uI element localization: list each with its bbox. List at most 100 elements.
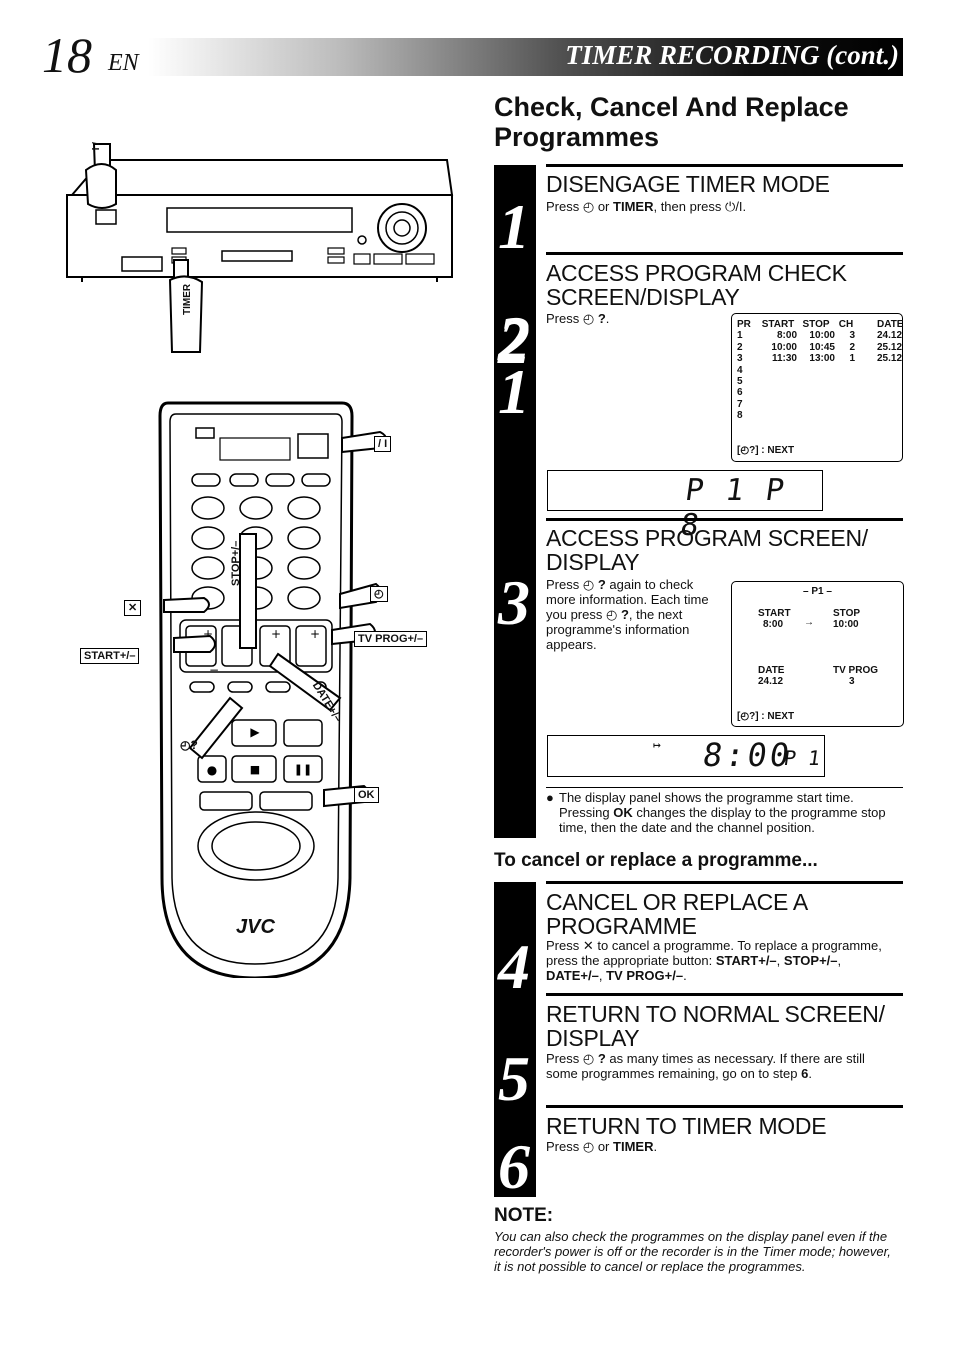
timer-clock-icon: ◴: [740, 711, 750, 722]
step-bar-4-6: [494, 882, 536, 1197]
step-number-6: 6: [498, 1131, 530, 1202]
rule-step-4: [546, 881, 903, 884]
step-5-text: Press ◴ ? as many times as necessary. If…: [546, 1051, 865, 1081]
rule-step-5: [546, 993, 903, 996]
step-6-title: RETURN TO TIMER MODE: [546, 1113, 827, 1139]
timer-clock-icon: ◴: [374, 588, 384, 600]
check-screen-header: START: [761, 319, 795, 330]
rule-step-2: [546, 252, 903, 255]
page-number: 18: [42, 27, 92, 83]
step-number-2: 2: [498, 303, 530, 374]
display-panel-time: ↦ 8:00 P 1: [547, 735, 825, 777]
check-screen-footer: [◴?] : NEXT: [737, 445, 795, 456]
step-number-4: 4: [498, 931, 530, 1002]
check-screen-cell: 11:30: [771, 353, 797, 365]
step-number-2: 2: [498, 306, 530, 377]
program-screen-footer: [◴?] : NEXT: [737, 711, 795, 722]
svg-text:▶: ▶: [250, 725, 260, 739]
check-screen-cell: 7: [737, 398, 743, 410]
step-4-text: Press ✕ to cancel a programme. To replac…: [546, 938, 882, 983]
step-bar-1-3: 1 2: [494, 165, 536, 838]
cancel-heading: To cancel or replace a programme...: [494, 850, 818, 871]
svg-text:−: −: [209, 663, 219, 677]
timer-clock-icon: ◴: [582, 1051, 595, 1066]
header-title: TIMER RECORDING (cont.): [565, 40, 899, 70]
step-2-title: ACCESS PROGRAM CHECK SCREEN/DISPLAY: [546, 260, 847, 310]
svg-text:+: +: [310, 627, 320, 641]
note-title: NOTE:: [494, 1205, 554, 1226]
section-title: Check, Cancel And Replace Programmes: [494, 92, 849, 152]
svg-text:■: ■: [250, 763, 260, 776]
check-screen-cell: 2: [849, 341, 855, 353]
timer-clock-icon: ◴: [582, 199, 595, 214]
remote-drawing: − + + + ▶ ■ ● ❚❚: [158, 401, 387, 980]
power-label: / I: [89, 142, 100, 151]
step-3-text: Press ◴ ? again to check more informatio…: [546, 577, 709, 652]
rule-step-1: [546, 164, 903, 167]
check-screen-header: STOP: [802, 319, 830, 330]
svg-text:●: ●: [207, 763, 217, 777]
check-button-label: ◴?: [180, 738, 198, 752]
cancel-x-icon: ✕: [582, 938, 594, 953]
check-screen-cell: 10:45: [809, 341, 835, 353]
cancel-x-icon: ✕: [128, 602, 138, 614]
arrow-icon: →: [804, 617, 814, 628]
step-number-3: 3: [498, 567, 530, 638]
check-screen-header: PR: [737, 319, 751, 330]
check-screen-header: CH: [838, 319, 854, 330]
timer-clock-icon: ◴: [582, 577, 595, 592]
step-1-text: Press ◴ or TIMER, then press ⏻/I.: [546, 199, 747, 214]
check-screen-cell: 3: [849, 330, 855, 342]
timer-clock-icon: ◴: [180, 738, 191, 752]
check-screen-cell: 10:00: [771, 341, 797, 353]
timer-clock-icon: ◴: [606, 607, 618, 622]
stop-label: STOP+/–: [230, 540, 242, 586]
timer-clock-icon: ◴: [582, 1139, 595, 1154]
tvprog-callout: TV PROG+/–: [354, 631, 428, 647]
step-number-1: 1: [498, 191, 530, 262]
svg-text:❚❚: ❚❚: [294, 763, 312, 776]
svg-text:+: +: [271, 627, 281, 641]
svg-text:+: +: [203, 627, 213, 641]
step-2-text: Press ◴ ?.: [546, 311, 610, 326]
check-screen-header: DATE: [877, 319, 904, 330]
check-screen-cell: 1: [737, 330, 743, 342]
cancel-x-callout: ✕: [124, 600, 142, 616]
ok-callout: OK: [354, 787, 379, 803]
start-indicator-icon: ↦: [653, 738, 661, 753]
bullet-note: ● The display panel shows the programme …: [546, 790, 886, 835]
check-screen-cell: 24.12: [877, 330, 903, 342]
check-screen-cell: 4: [737, 364, 743, 376]
vcr-drawing: [66, 143, 454, 353]
power-callout: / I: [374, 436, 392, 452]
power-icon: ⏻/I: [725, 199, 743, 214]
header-bar: TIMER RECORDING (cont.): [148, 38, 903, 76]
step-3-title: ACCESS PROGRAM SCREEN/ DISPLAY: [546, 525, 868, 575]
check-screen-cell: 13:00: [809, 353, 835, 365]
check-screen-cell: 25.12: [877, 341, 903, 353]
step-6-text: Press ◴ or TIMER.: [546, 1139, 658, 1154]
start-callout: START+/–: [80, 648, 140, 664]
check-screen-cell: 1: [849, 353, 855, 365]
page-language: EN: [108, 50, 139, 76]
remote-illustration: − + + + ▶ ■ ● ❚❚ JVC / I ✕ START+/– STOP…: [80, 398, 450, 980]
check-screen-cell: 3: [737, 353, 743, 365]
timer-clock-icon: ◴: [582, 311, 595, 326]
step-number-1: 1: [498, 356, 530, 427]
check-screen-cell: 25.12: [877, 353, 903, 365]
step-5-title: RETURN TO NORMAL SCREEN/ DISPLAY: [546, 1001, 885, 1051]
vcr-illustration: / I TIMER: [62, 140, 462, 380]
rule-step-3: [546, 518, 903, 521]
check-screen-cell: 8:00: [776, 330, 797, 342]
timer-label: TIMER: [182, 283, 193, 315]
step-1-title: DISENGAGE TIMER MODE: [546, 171, 830, 197]
rule-step-6: [546, 1105, 903, 1108]
timer-clock-icon: ◴: [740, 445, 750, 456]
check-screen-cell: 2: [737, 341, 743, 353]
divider: [546, 787, 903, 788]
step-number-5: 5: [498, 1043, 530, 1114]
check-screen-cell: 8: [737, 410, 743, 422]
check-screen-cell: 6: [737, 387, 743, 399]
check-screen-cell: 10:00: [809, 330, 835, 342]
